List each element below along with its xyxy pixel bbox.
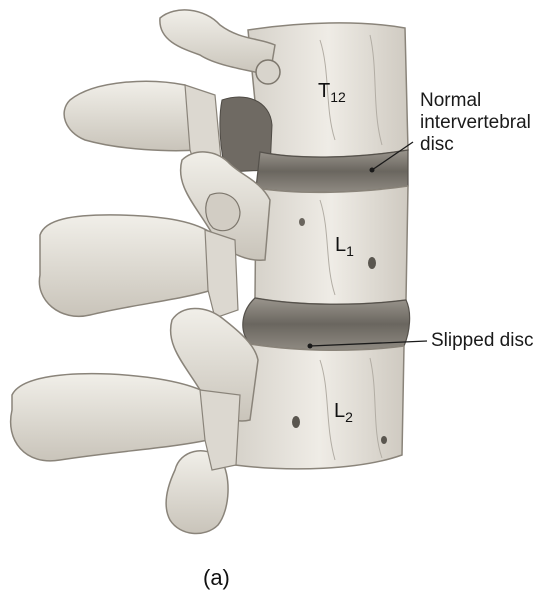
- label-l1-letter: L: [335, 234, 346, 256]
- label-t12-number: 12: [330, 89, 346, 105]
- label-l2-number: 2: [345, 409, 353, 425]
- figure-caption: (a): [203, 565, 230, 591]
- t12-transverse-process: [64, 81, 200, 150]
- t12-foramen-dot: [256, 60, 280, 84]
- label-normal-disc: Normal intervertebral disc: [420, 90, 531, 156]
- label-normal-disc-line3: disc: [420, 134, 531, 156]
- l1-body: [255, 186, 408, 304]
- l1-pedicle: [205, 230, 238, 318]
- vertebra-t12: [64, 10, 408, 180]
- label-normal-disc-line1: Normal: [420, 90, 531, 112]
- label-l2: L2: [334, 400, 353, 425]
- label-slipped-disc: Slipped disc: [431, 330, 533, 352]
- l1-transverse-process: [39, 215, 212, 316]
- label-normal-disc-line2: intervertebral: [420, 112, 531, 134]
- l2-body: [235, 344, 404, 469]
- normal-disc-pointer: [370, 168, 375, 173]
- label-t12-letter: T: [318, 80, 330, 102]
- label-l1-number: 1: [346, 243, 354, 259]
- label-l1: L1: [335, 234, 354, 259]
- label-t12: T12: [318, 80, 346, 105]
- label-l2-letter: L: [334, 400, 345, 422]
- l2-transverse-process: [11, 374, 208, 461]
- slipped-disc-pointer: [308, 344, 313, 349]
